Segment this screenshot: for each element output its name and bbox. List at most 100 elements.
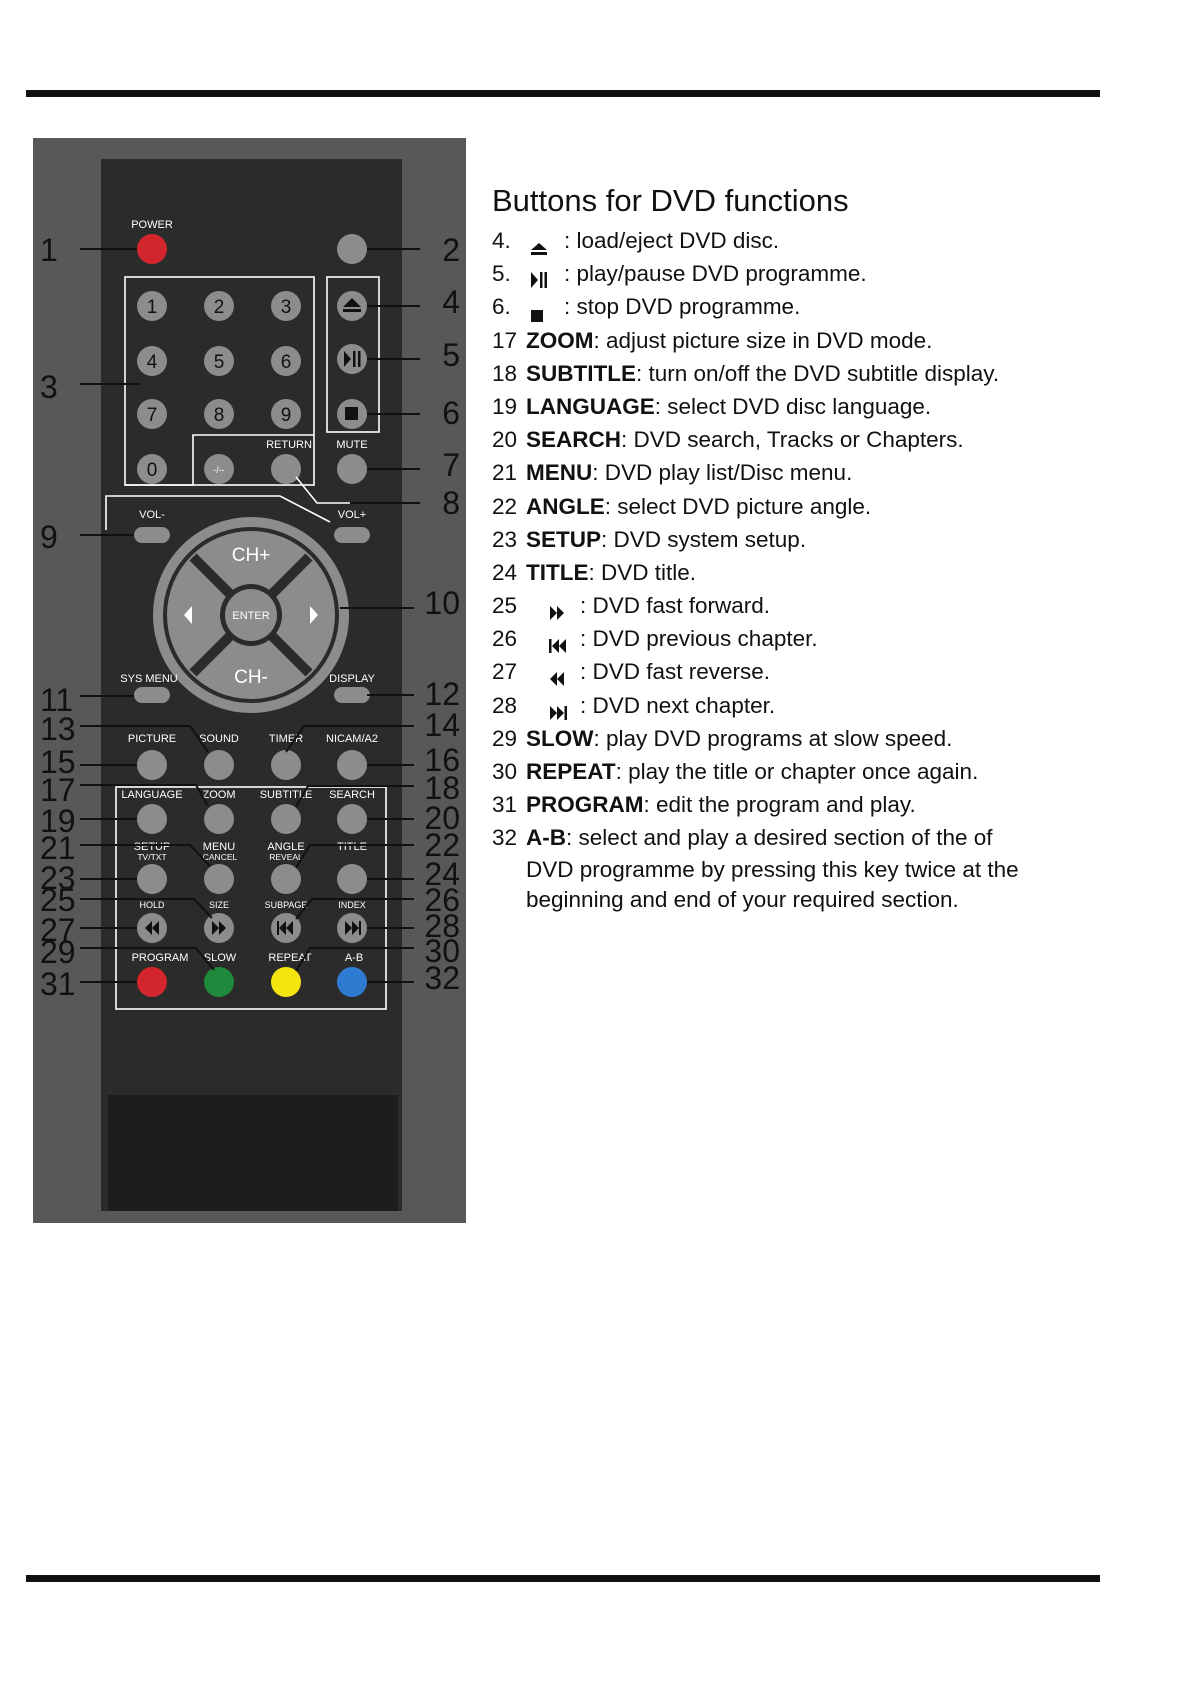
angle-label: ANGLE bbox=[267, 841, 304, 853]
fast-forward-icon bbox=[212, 921, 219, 935]
sound-button[interactable] bbox=[204, 750, 234, 780]
digit-2-button[interactable] bbox=[204, 291, 234, 321]
callout-14-leader bbox=[285, 725, 414, 753]
dvd-functions-description: Buttons for DVD functions 4. : load/eject… bbox=[492, 178, 1182, 915]
item-key-name: A-B bbox=[526, 825, 566, 851]
return-button[interactable] bbox=[271, 454, 301, 484]
item-description: : play the title or chapter once again. bbox=[615, 759, 979, 784]
description-title: Buttons for DVD functions bbox=[492, 183, 849, 218]
item-text: : load/eject DVD disc. bbox=[564, 224, 779, 257]
stop-icon bbox=[345, 407, 358, 420]
callout-23: 23 bbox=[40, 860, 76, 896]
angle-button[interactable] bbox=[271, 864, 301, 894]
item-description: : DVD search, Tracks or Chapters. bbox=[621, 427, 964, 453]
digit-keypad-outline bbox=[124, 276, 315, 486]
zoom-label: ZOOM bbox=[203, 789, 236, 801]
digit-8-button[interactable] bbox=[204, 399, 234, 429]
nicam-button[interactable] bbox=[337, 750, 367, 780]
search-button[interactable] bbox=[337, 804, 367, 834]
vol-plus-button[interactable] bbox=[334, 527, 370, 543]
digit-0-button[interactable] bbox=[137, 454, 167, 484]
item-number: 21 bbox=[492, 460, 518, 486]
callout-30-leader bbox=[295, 947, 414, 972]
title-button[interactable] bbox=[337, 864, 367, 894]
callout-5: 5 bbox=[442, 337, 460, 373]
fast-forward-icon bbox=[548, 597, 566, 630]
program-button[interactable] bbox=[137, 967, 167, 997]
digit-3-label: 3 bbox=[281, 297, 292, 318]
item-description: : select and play a desired section of t… bbox=[566, 825, 993, 851]
sys-menu-button[interactable] bbox=[134, 687, 170, 703]
subtitle-button[interactable] bbox=[271, 804, 301, 834]
repeat-button[interactable] bbox=[271, 967, 301, 997]
callout-31: 31 bbox=[40, 966, 76, 1002]
item-number: 29 bbox=[492, 725, 518, 751]
play-pause-button[interactable] bbox=[337, 344, 367, 374]
digit-3-button[interactable] bbox=[271, 291, 301, 321]
slow-button[interactable] bbox=[204, 967, 234, 997]
callout-7: 7 bbox=[442, 447, 460, 483]
play-pause-icon bbox=[530, 265, 548, 298]
item-number: 31 bbox=[492, 792, 518, 818]
item-text: : DVD fast forward. bbox=[580, 589, 770, 622]
item-number: 4. bbox=[492, 228, 511, 253]
menu-button[interactable] bbox=[204, 864, 234, 894]
item-description: : adjust picture size in DVD mode. bbox=[593, 327, 933, 353]
item-number: 17 bbox=[492, 327, 518, 353]
setup-button[interactable] bbox=[137, 864, 167, 894]
subtitle-label: SUBTITLE bbox=[260, 789, 313, 801]
digit-9-button[interactable] bbox=[271, 399, 301, 429]
digit-1-button[interactable] bbox=[137, 291, 167, 321]
item-number: 20 bbox=[492, 427, 518, 453]
callout-29: 29 bbox=[40, 934, 76, 970]
item-number: 30 bbox=[492, 759, 518, 784]
item-number: 25 bbox=[492, 593, 518, 619]
item-key-name: SLOW bbox=[526, 725, 594, 751]
description-item: 32 A-B: select and play a desired section… bbox=[492, 821, 1182, 854]
callout-4: 4 bbox=[442, 284, 460, 320]
timer-button[interactable] bbox=[271, 750, 301, 780]
item-text: : DVD previous chapter. bbox=[580, 622, 818, 655]
pause-bar-2 bbox=[358, 351, 361, 367]
item-text: : DVD next chapter. bbox=[580, 689, 775, 722]
callout-8: 8 bbox=[442, 485, 460, 521]
sys-menu-label: SYS MENU bbox=[120, 673, 178, 685]
item-description: : DVD fast forward. bbox=[580, 593, 771, 619]
ab-label: A-B bbox=[345, 952, 363, 964]
digit-6-button[interactable] bbox=[271, 346, 301, 376]
picture-button[interactable] bbox=[137, 750, 167, 780]
index-label: INDEX bbox=[338, 900, 366, 910]
vol-minus-button[interactable] bbox=[134, 527, 170, 543]
callout-17-leader bbox=[80, 784, 209, 807]
language-button[interactable] bbox=[137, 804, 167, 834]
display-button[interactable] bbox=[334, 687, 370, 703]
item-number: 32 bbox=[492, 825, 518, 851]
description-list: 4. : load/eject DVD disc. 5. : play/pause D… bbox=[492, 224, 1182, 915]
power-button[interactable] bbox=[137, 234, 167, 264]
enter-button[interactable] bbox=[225, 589, 277, 641]
callout-25: 25 bbox=[40, 882, 76, 918]
mute-button[interactable] bbox=[337, 454, 367, 484]
source-button[interactable] bbox=[337, 234, 367, 264]
eject-icon bbox=[343, 298, 361, 307]
digit-4-label: 4 bbox=[147, 352, 158, 373]
callout-24: 24 bbox=[424, 856, 460, 892]
digit-7-button[interactable] bbox=[137, 399, 167, 429]
picture-label: PICTURE bbox=[128, 733, 176, 745]
description-item: 25 : DVD fast forward. bbox=[492, 589, 1182, 622]
cancel-label: CANCEL bbox=[203, 852, 238, 862]
item-text: REPEAT: play the title or chapter once a… bbox=[526, 755, 978, 788]
stop-icon bbox=[530, 298, 544, 331]
callout-9: 9 bbox=[40, 519, 58, 555]
zoom-button[interactable] bbox=[204, 804, 234, 834]
item-text: : play/pause DVD programme. bbox=[564, 257, 867, 290]
item-number: 5. bbox=[492, 261, 511, 287]
ab-button[interactable] bbox=[337, 967, 367, 997]
description-item: 26: DVD previous chapter. bbox=[492, 622, 1182, 655]
digit-4-button[interactable] bbox=[137, 346, 167, 376]
callout-22: 22 bbox=[424, 827, 460, 863]
digit-5-button[interactable] bbox=[204, 346, 234, 376]
callout-19: 19 bbox=[40, 803, 76, 839]
dash-button[interactable] bbox=[204, 454, 234, 484]
